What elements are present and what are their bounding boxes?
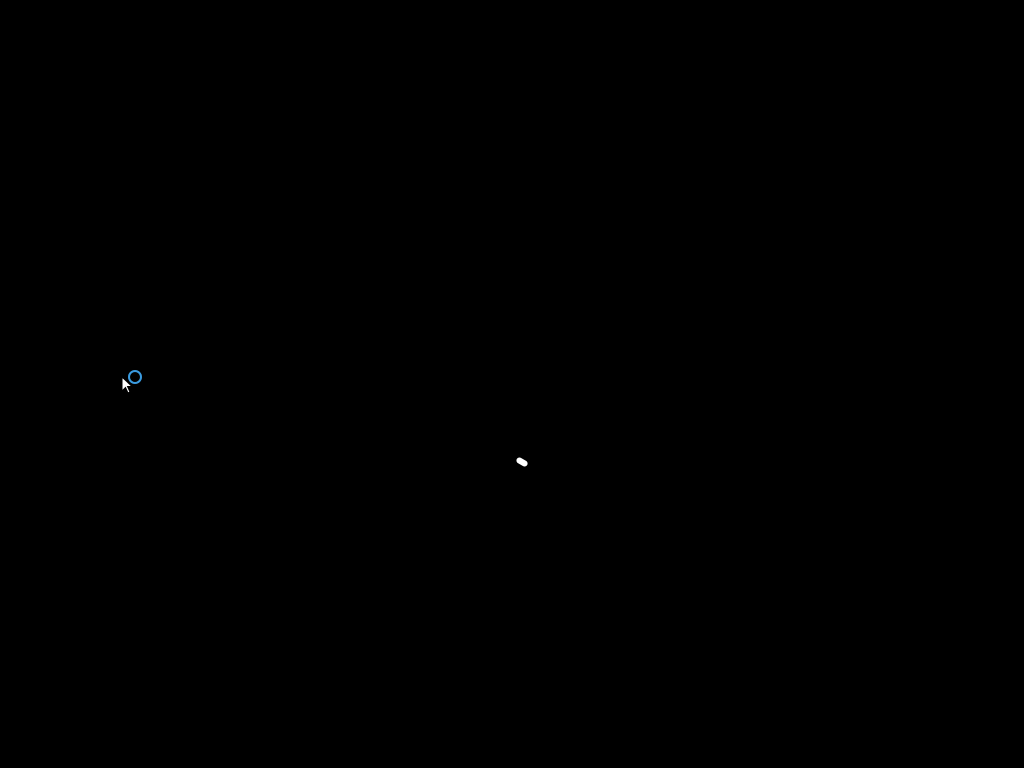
busy-indicator-icon (128, 370, 142, 384)
mouse-pointer-icon (121, 376, 133, 394)
loading-spinner-icon (515, 456, 529, 468)
